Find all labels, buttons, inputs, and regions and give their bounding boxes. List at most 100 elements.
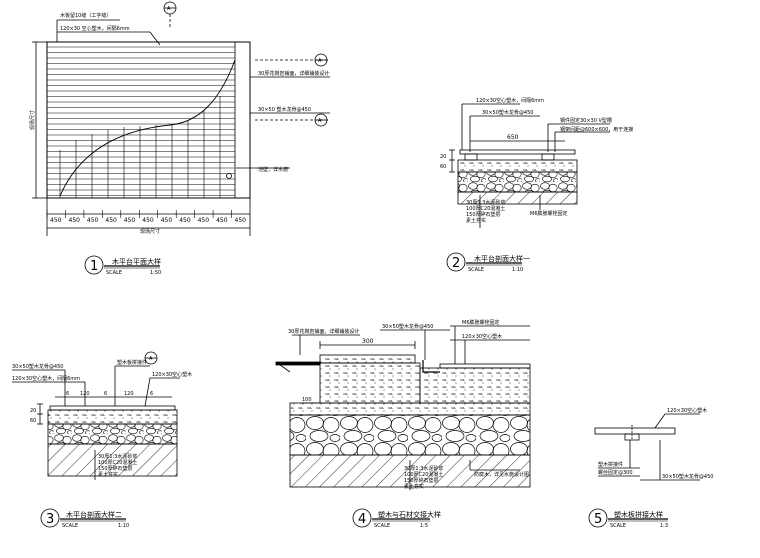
concrete-base: [289, 402, 531, 416]
scale-word: SCALE: [468, 267, 484, 273]
plan-texts: 木板留10缝（工字缝） 120×30 空心塑木，间隔6mm 30厚花岗岩铺面，详…: [29, 6, 329, 235]
detail-title: 木平台平面大样: [112, 257, 161, 266]
plan-note-2: 30×50 塑木龙骨@450: [258, 106, 311, 113]
s3-note-4: M6膨胀螺栓固定: [462, 319, 500, 326]
detail-title: 塑木板拼接大样: [614, 510, 663, 519]
s1-base-5: M6膨胀螺栓固定: [530, 210, 568, 217]
scale-value: 1:3: [660, 523, 668, 529]
s3-note-1: 30×50塑木龙骨@450: [382, 323, 433, 330]
gravel-layer: [289, 414, 531, 456]
s1-note-3: 钢件固定30×30 V型槽: [560, 117, 612, 124]
gravel-layer: [457, 171, 578, 193]
concrete-left: [319, 362, 421, 404]
s2-base-3: 150厚碎石垫层: [98, 465, 133, 472]
scale-value: 1:10: [512, 267, 523, 273]
marker-letter: A: [167, 6, 171, 12]
detail-number: 2: [452, 256, 460, 271]
s3-note-3: 30厚花岗岩铺面，详细铺装设计: [288, 328, 359, 335]
detail-number-circle: [352, 508, 372, 528]
s2-note-1: 30×50塑木龙骨@450: [12, 363, 63, 370]
detail-number-circle: [40, 508, 60, 528]
plan-boards: [47, 46, 235, 196]
s2-dim-5: 6: [150, 391, 153, 397]
s3-base-4: 素土夯实: [404, 483, 424, 490]
scale-value: 1:5: [420, 523, 428, 529]
section-3-texts: 30厚花岗岩铺面，详细铺装设计 30×50塑木龙骨@450 M6膨胀螺栓固定 1…: [288, 319, 529, 490]
gravel-layer: [47, 423, 178, 445]
deck-board: [439, 363, 531, 369]
detail-title-block: 5 塑木板拼接大样 SCALE 1:3: [588, 508, 668, 529]
plan-dim-value: 450: [216, 217, 228, 224]
plan-dim-value: 450: [105, 217, 117, 224]
marker-letter: A: [149, 356, 153, 362]
plan-outline: [46, 41, 251, 199]
s1-base-2: 100厚C20混凝土: [466, 205, 505, 212]
concrete-layer: [47, 409, 178, 425]
scale-word: SCALE: [106, 270, 122, 276]
section-4-texts: 120×30空心塑木 塑木拼接件 螺丝固定@300 30×50塑木龙骨@450: [598, 407, 713, 480]
s1-note-1: 120×30空心塑木，间隔6mm: [476, 97, 544, 104]
plan-note-3: 池壁，详水施: [258, 166, 288, 173]
plan-dim-value: 450: [235, 217, 247, 224]
detail-number: 4: [358, 512, 366, 527]
s2-dim-1: 6: [66, 391, 69, 397]
plan-dim-value: 450: [142, 217, 154, 224]
plan-joists: [59, 96, 221, 198]
s3-dim-left: 100: [302, 397, 312, 403]
plan-dim-value: 450: [87, 217, 99, 224]
s3-note-2: 120×30空心塑木: [462, 333, 502, 340]
plan-curve: [59, 59, 236, 197]
section-1-texts: 120×30空心塑木，间隔6mm 30×50塑木龙骨@450 钢件固定30×30…: [440, 97, 633, 224]
s3-base-3: 150厚碎石垫层: [404, 477, 439, 484]
plan-dim-value: 450: [179, 217, 191, 224]
detail-number: 3: [46, 512, 54, 527]
plan-edge-strip: [234, 41, 251, 199]
s1-dim: 650: [507, 134, 519, 141]
section-3-detail: [275, 325, 531, 490]
s1-left-dim-1: 20: [440, 154, 446, 160]
s1-base-1: 30厚1:3水泥砂浆: [466, 199, 505, 206]
detail-title: 木平台剖面大样一: [474, 254, 530, 263]
plan-dim-value: 450: [50, 217, 62, 224]
scale-word: SCALE: [610, 523, 626, 529]
s2-note-4: 120×30空心塑木: [152, 371, 192, 378]
s2-base-1: 30厚1:3水泥砂浆: [98, 453, 137, 460]
joint-board: [594, 427, 676, 435]
s2-dim-2: 120: [80, 391, 90, 397]
plan-detail: [32, 1, 330, 236]
s2-left-dim-1: 20: [30, 408, 36, 414]
marker-letter: A: [318, 58, 322, 64]
s2-note-2: 120×30空心塑木，间隔6mm: [12, 375, 80, 382]
detail-number: 1: [90, 259, 98, 274]
plan-dim-value: 450: [198, 217, 210, 224]
s1-base-3: 150厚碎石垫层: [466, 211, 501, 218]
detail-number-circle: [446, 252, 466, 272]
s3-right-note: 防腐木，详见水施设计图: [474, 471, 529, 478]
scale-word: SCALE: [62, 523, 78, 529]
s2-note-3: 塑木板拼接件: [117, 359, 147, 366]
deck-board: [459, 149, 576, 155]
stone-paving: [319, 354, 416, 364]
section-2-texts: 30×50塑木龙骨@450 120×30空心塑木，间隔6mm 塑木板拼接件 12…: [12, 356, 192, 478]
s2-dim-4: 120: [124, 391, 134, 397]
s3-base-1: 30厚1:3水泥砂浆: [404, 465, 443, 472]
s1-base-4: 素土夯实: [466, 217, 486, 224]
scale-value: 1:10: [118, 523, 129, 529]
plan-note-1: 30厚花岗岩铺面，详细铺装设计: [258, 70, 329, 77]
plan-board-spec: 120×30 空心塑木，间隔6mm: [60, 25, 130, 32]
s4-note-3: 螺丝固定@300: [598, 469, 633, 476]
plan-dim-value: 450: [124, 217, 136, 224]
detail-number: 5: [594, 512, 602, 527]
section-4-detail: [594, 413, 700, 481]
detail-title-block: 2 木平台剖面大样一 SCALE 1:10: [446, 252, 530, 273]
s3-dim-top: 300: [362, 338, 374, 345]
scale-word: SCALE: [374, 523, 390, 529]
s2-base-2: 100厚C20混凝土: [98, 459, 137, 466]
concrete-layer: [457, 159, 578, 173]
